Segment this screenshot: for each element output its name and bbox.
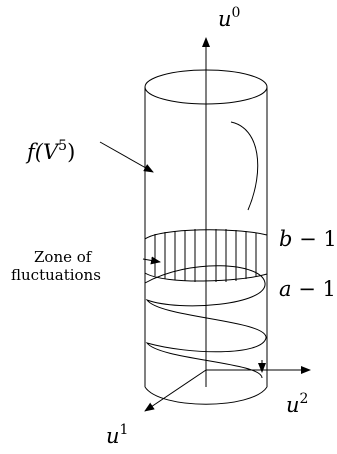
label-level-b: b − 1 [279,227,337,251]
cylinder-bottom-arc [144,386,268,405]
zone-hatching [154,229,257,282]
zone-label-line2: fluctuations [11,266,101,284]
label-level-a: a − 1 [279,277,336,301]
back-spiral [230,121,259,211]
zone-label-line1: Zone of [34,248,93,266]
zone-upper-boundary [144,229,268,240]
zone-pointer [142,256,161,265]
label-u0: u0 [218,5,240,31]
helix-spiral [144,265,267,379]
label-function: f(V5) [25,138,75,164]
label-u1: u1 [106,422,128,448]
function-pointer [99,141,154,173]
axis-u1 [144,369,207,412]
label-u2: u2 [286,391,308,417]
